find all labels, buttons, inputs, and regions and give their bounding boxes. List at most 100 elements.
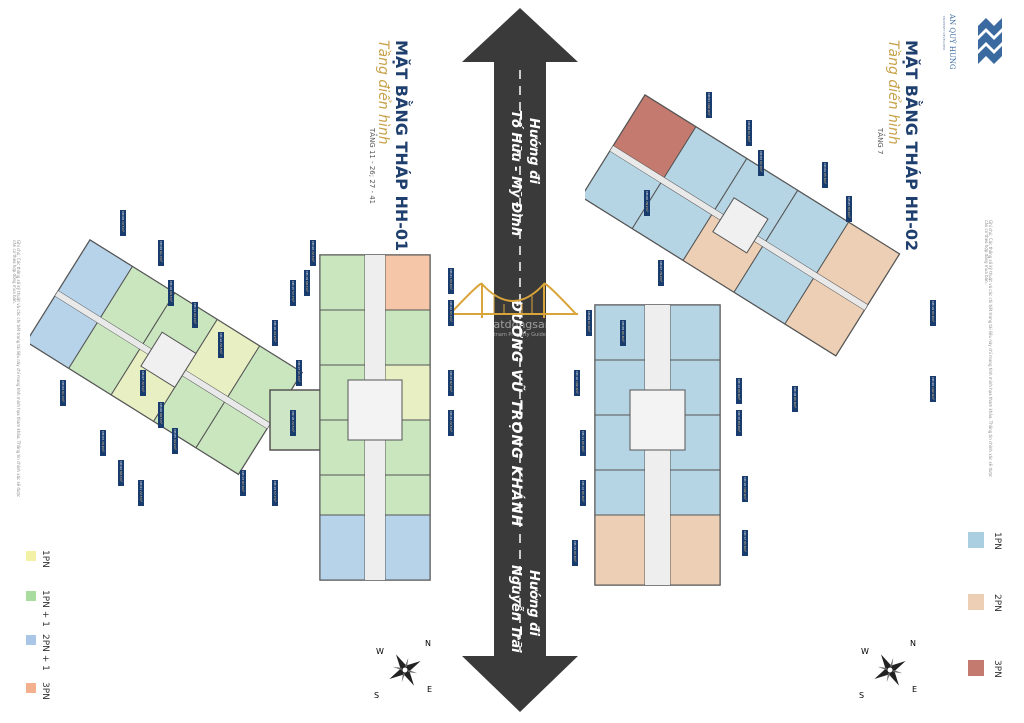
unit-code: CH.11 [193,303,197,313]
left-unit-tag: CH.16 44.2m² [272,320,278,346]
unit-code: CH.09 [587,311,591,321]
unit-area: 78.2m² [659,270,663,282]
unit-code: CH.04 [61,381,65,391]
unit-area: 72.5m² [121,220,125,232]
unit-area: 102.6m² [931,386,935,400]
compass-s: S [859,691,865,700]
right-unit-tag: CH.10 102.6m² [574,370,580,396]
unit-code: CH.17 [297,361,301,371]
unit-code: CH.13 [573,541,577,551]
left-unit-tag: CH.12 72.5m² [218,332,224,358]
right-unit-tag: CH.12 65.8m² [580,480,586,506]
unit-code: CH.21 [449,269,453,279]
unit-area: 61.3m² [61,390,65,402]
right-unit-tag: CH.09 61.8m² [586,310,592,336]
right-unit-tag: CH.19 65.8m² [930,300,936,326]
unit-code: CH.14 [737,379,741,389]
left-unit-tag: CH.24 72.5m² [448,410,454,436]
unit-area: 61.3m² [297,370,301,382]
right-unit-tag: CH.07 78.2m² [658,260,664,286]
road-bottom-destination: Nguyễn Trãi [508,565,523,653]
road-top-destination: Tố Hữu - Mỹ Đình [508,110,523,237]
right-unit-tag: CH.13 65.8m² [572,540,578,566]
unit-code: CH.09 [159,241,163,251]
brand-logo-icon [978,18,1002,64]
unit-code: CH.03 [759,151,763,161]
unit-area: 69.5m² [119,470,123,482]
left-tower-plan [30,238,431,581]
legend-swatch-3pn [968,660,984,676]
unit-area: 65.8m² [581,440,585,452]
brand-tagline: PROPERTY DEVELOPER [942,16,946,51]
legend-swatch-1pn [968,532,984,548]
unit-area: 72.5m² [141,380,145,392]
right-unit-tag: CH.02 61.8m² [746,120,752,146]
unit-area: 78.2m² [645,200,649,212]
legend-swatch-2pn [968,594,984,610]
unit-code: CH.04 [823,163,827,173]
legend-label-2pn-plus-1: 2PN + 1 [40,634,50,671]
unit-code: CH.13 [241,471,245,481]
left-unit-tag: CH.04 61.3m² [60,380,66,406]
right-unit-tag: CH.14 65.8m² [736,378,742,404]
unit-code: CH.02 [747,121,751,131]
left-compass: N S E W [370,635,440,705]
watermark: Batdongsan [486,318,552,331]
unit-area: 87.9m² [241,480,245,492]
unit-code: CH.03 [101,431,105,441]
unit-code: CH.06 [645,191,649,201]
left-note: Ghi chú: Các thông số kỹ thuật và các ch… [12,240,21,498]
right-legend: 1PN 2PN 3PN [960,528,1010,708]
unit-code: CH.23 [449,371,453,381]
unit-area: 65.8m² [621,330,625,342]
unit-area: 102.6m² [575,380,579,394]
left-unit-tag: CH.19 69.5m² [304,270,310,296]
left-unit-tag: CH.18 72.5m² [290,410,296,436]
left-unit-tag: CH.21 63.8m² [448,268,454,294]
unit-code: CH.15 [291,281,295,291]
legend-label-1pn: 1PN [992,532,1002,550]
unit-area: 61.8m² [587,320,591,332]
unit-area: 65.8m² [759,160,763,172]
right-note: Ghi chú: Các thông số kỹ thuật và các ch… [984,220,993,478]
legend-swatch-1pn-plus-1 [26,591,36,601]
unit-code: CH.02 [119,461,123,471]
right-unit-tag: CH.11 65.8m² [580,430,586,456]
legend-label-1pn: 1PN [40,550,50,568]
left-unit-tag: CH.14 57.7m² [272,480,278,506]
right-unit-tag: CH.06 78.2m² [644,190,650,216]
unit-code: CH.18 [793,387,797,397]
unit-area: 44.2m² [173,438,177,450]
road-top-direction: Hướng đi [526,118,541,184]
left-unit-tag: CH.03 76.8m² [100,430,106,456]
brand-name: AN QUÝ HƯNG [948,14,956,70]
unit-code: CH.22 [449,301,453,311]
unit-code: CH.07 [141,371,145,381]
left-unit-tag: CH.08 72.5m² [120,210,126,236]
unit-area: 65.8m² [581,490,585,502]
right-unit-tag: CH.08 65.8m² [620,320,626,346]
unit-code: CH.12 [581,481,585,491]
right-unit-tag: CH.05 83.9m² [846,196,852,222]
unit-code: CH.07 [659,261,663,271]
unit-area: 65.8m² [931,310,935,322]
left-unit-tag: CH.11 44.2m² [192,302,198,328]
right-tower-title: MẶT BẰNG THÁP HH-02 [902,40,921,252]
unit-area: 72.5m² [311,250,315,262]
unit-code: CH.17 [743,531,747,541]
legend-label-3pn: 3PN [992,660,1002,678]
unit-area: 61.3m² [159,250,163,262]
left-unit-tag: CH.15 57.7m² [290,280,296,306]
right-unit-tag: CH.18 65.8m² [792,386,798,412]
right-tower-floors: TẦNG 7 [876,128,884,155]
unit-area: 76.8m² [101,440,105,452]
unit-area: 44.2m² [193,312,197,324]
unit-area: 44.2m² [273,330,277,342]
right-unit-tag: CH.03 65.8m² [758,150,764,176]
unit-area: 87.9m² [449,380,453,392]
road-arrow [462,8,578,712]
road-street-name: ĐƯỜNG VŨ TRỌNG KHÁNH [508,300,524,528]
left-unit-tag: CH.06 69.5m² [158,402,164,428]
